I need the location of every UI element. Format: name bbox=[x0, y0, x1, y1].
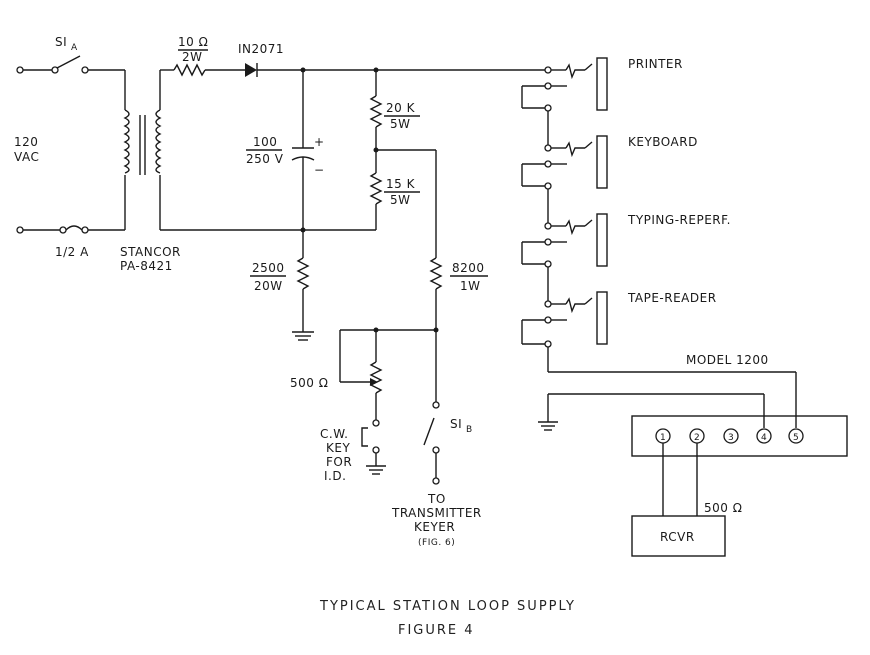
fuse-label: 1/2 A bbox=[55, 245, 89, 259]
switch-a-subscript: A bbox=[71, 43, 78, 53]
jack-tape-reader: TAPE-READER bbox=[521, 291, 717, 348]
cw-key-label-2: KEY bbox=[326, 441, 350, 455]
res-15k-value: 15 K bbox=[386, 177, 416, 191]
res-10-diode: 10 Ω 2W IN2071 bbox=[160, 35, 545, 77]
terminal-4-label: 4 bbox=[761, 433, 767, 443]
caption-title: TYPICAL STATION LOOP SUPPLY bbox=[319, 599, 576, 614]
rcvr-box bbox=[631, 515, 726, 557]
terminal-3 bbox=[723, 428, 739, 444]
fuse bbox=[65, 225, 83, 231]
transformer-model: PA-8421 bbox=[120, 259, 173, 273]
ac-input-section: SI A 1/2 A 120 VAC bbox=[14, 35, 126, 259]
jack-typing-reperf: TYPING-REPERF. bbox=[521, 213, 731, 268]
cap-minus: − bbox=[314, 163, 325, 177]
model-1200: MODEL 1200 1 2 3 4 5 500 Ω RCVR bbox=[538, 347, 848, 557]
cw-key-symbol bbox=[361, 427, 368, 447]
res-2500-value: 2500 bbox=[252, 261, 285, 275]
res-20k-power: 5W bbox=[390, 117, 411, 131]
terminal-4 bbox=[756, 428, 772, 444]
terminal-5 bbox=[788, 428, 804, 444]
switch-a-blade bbox=[56, 55, 81, 69]
diode-symbol bbox=[245, 63, 257, 77]
pot-value: 500 Ω bbox=[290, 376, 328, 390]
filter-capacitor: + − 100 250 V bbox=[246, 67, 325, 230]
terminal-1-label: 1 bbox=[660, 433, 666, 443]
terminal-strip-box bbox=[631, 415, 848, 457]
res-15k-power: 5W bbox=[390, 193, 411, 207]
divider-network: 20 K 5W 15 K 5W bbox=[369, 67, 436, 230]
res-8200-value: 8200 bbox=[452, 261, 485, 275]
transformer-make: STANCOR bbox=[120, 245, 181, 259]
res-8200-power: 1W bbox=[460, 279, 481, 293]
keyboard-label: KEYBOARD bbox=[628, 135, 698, 149]
line-voltage: 120 bbox=[14, 135, 38, 149]
terminal-2-label: 2 bbox=[694, 433, 700, 443]
transformer: STANCOR PA-8421 bbox=[120, 70, 181, 273]
transmitter-label: TRANSMITTER bbox=[391, 506, 482, 520]
res-10-power: 2W bbox=[182, 50, 203, 64]
cw-key-label-4: I.D. bbox=[324, 469, 346, 483]
terminal-5-label: 5 bbox=[793, 433, 799, 443]
switch-b-label: SI bbox=[450, 417, 462, 431]
to-label: TO bbox=[427, 492, 446, 506]
line-voltage-unit: VAC bbox=[14, 150, 39, 164]
cap-value: 100 bbox=[253, 135, 277, 149]
keyer-label: KEYER bbox=[414, 520, 455, 534]
res-20k-value: 20 K bbox=[386, 101, 416, 115]
rcvr-impedance: 500 Ω bbox=[704, 501, 742, 515]
typing-reperf-label: TYPING-REPERF. bbox=[627, 213, 731, 227]
cap-plus: + bbox=[314, 135, 325, 149]
jack-keyboard: KEYBOARD bbox=[521, 135, 698, 190]
printer-label: PRINTER bbox=[628, 57, 683, 71]
terminal-3-label: 3 bbox=[728, 433, 734, 443]
keyer-branch: 8200 1W SI B TO TRANSMITTER KEYER (FIG. … bbox=[391, 150, 488, 548]
switch-b-blade bbox=[423, 417, 435, 446]
cap-voltage: 250 V bbox=[246, 152, 284, 166]
res-10-value: 10 Ω bbox=[178, 35, 208, 49]
model-label: MODEL 1200 bbox=[686, 353, 769, 367]
fig-ref-label: (FIG. 6) bbox=[418, 538, 455, 548]
switch-a-label: SI bbox=[55, 35, 67, 49]
cw-key-label-3: FOR bbox=[326, 455, 352, 469]
rcvr-label: RCVR bbox=[660, 530, 695, 544]
diode-label: IN2071 bbox=[238, 42, 284, 56]
switch-b-subscript: B bbox=[466, 425, 473, 435]
caption-figure: FIGURE 4 bbox=[398, 623, 475, 638]
jack-printer: PRINTER bbox=[521, 57, 683, 112]
cw-key-branch: 500 Ω C.W. KEY FOR I.D. bbox=[290, 327, 436, 483]
res-2500-power: 20W bbox=[254, 279, 283, 293]
tape-reader-label: TAPE-READER bbox=[627, 291, 717, 305]
res-2500: 2500 20W bbox=[250, 230, 314, 341]
cw-key-label-1: C.W. bbox=[320, 427, 349, 441]
